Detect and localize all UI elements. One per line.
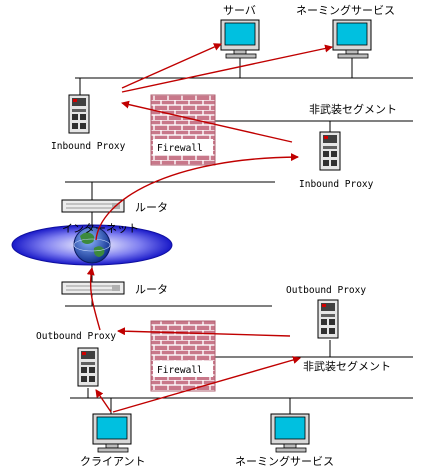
naming-service-top-monitor-icon [332, 19, 372, 59]
server-monitor-icon [220, 19, 260, 59]
naming-service-top-label: ネーミングサービス [296, 3, 395, 17]
arrow-internet-to-inbound-right [95, 153, 299, 241]
dmz-bottom-label: 非武装セグメント [303, 359, 391, 373]
router-top-label: ルータ [135, 201, 168, 214]
firewall-bottom-icon [150, 320, 216, 392]
arrow-proxy-to-naming-top [121, 44, 333, 93]
outbound-proxy-left-tower-icon [77, 347, 99, 387]
firewall-bottom-label: Firewall [157, 365, 203, 376]
router-bottom-icon [61, 281, 125, 295]
firewall-top-label: Firewall [157, 143, 203, 154]
arrow-inbound-right-to-left [121, 100, 293, 143]
internet-label: インターネット [62, 222, 139, 235]
router-bottom-label: ルータ [135, 283, 168, 296]
dmz-top-label: 非武装セグメント [309, 102, 397, 116]
arrow-client-to-outbound-right [112, 356, 301, 413]
inbound-proxy-left-label: Inbound Proxy [51, 141, 126, 152]
globe-icon [73, 226, 111, 264]
flow-arrows [86, 43, 333, 413]
inbound-proxy-right-tower-icon [319, 131, 341, 171]
client-monitor-icon [92, 413, 132, 453]
inbound-proxy-right-label: Inbound Proxy [299, 179, 374, 190]
arrow-outbound-right-to-left [117, 327, 291, 337]
arrow-client-to-outbound-left [95, 389, 112, 413]
outbound-proxy-left-label: Outbound Proxy [36, 331, 116, 342]
outbound-proxy-right-label: Outbound Proxy [286, 285, 366, 296]
arrow-outbound-left-to-internet [86, 267, 101, 331]
naming-service-bottom-label: ネーミングサービス [235, 454, 334, 468]
server-label: サーバ [223, 4, 256, 17]
client-label: クライアント [80, 455, 146, 468]
naming-service-bottom-monitor-icon [270, 413, 310, 453]
arrow-proxy-to-server [121, 43, 222, 89]
inbound-proxy-left-tower-icon [68, 94, 90, 134]
outbound-proxy-right-tower-icon [317, 299, 339, 339]
